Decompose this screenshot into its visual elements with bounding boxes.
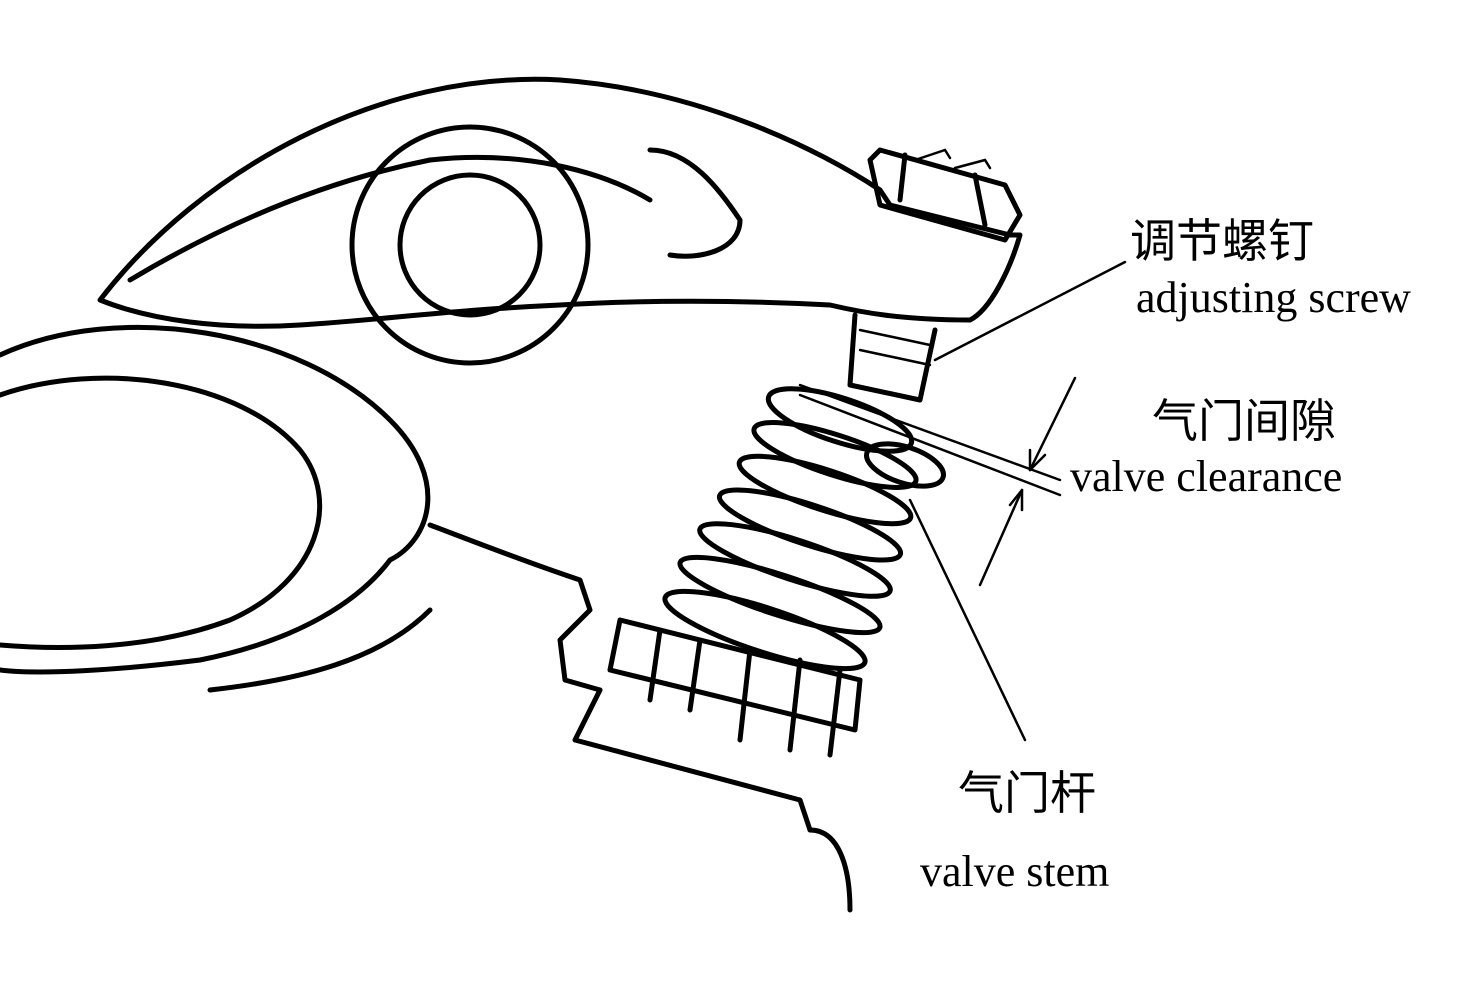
clearance-arrowhead-top — [1028, 448, 1047, 472]
valve-spring — [662, 386, 946, 672]
valve-clearance-label-zh: 气门间隙 — [1152, 394, 1336, 448]
adjusting-screw-label-zh: 调节螺钉 — [1130, 214, 1314, 268]
adjusting-screw-tip — [847, 312, 938, 403]
valve-stem-label-en: valve stem — [920, 847, 1110, 896]
clearance-arrow-top — [1028, 376, 1077, 472]
clearance-arrow-bottom — [978, 488, 1024, 587]
clearance-line-lower — [798, 393, 1062, 497]
rocker-arm — [97, 76, 1023, 693]
valve-stem-leader — [908, 498, 1027, 742]
annotation-lines — [798, 260, 1127, 742]
clearance-arrowhead-bottom — [1008, 488, 1024, 512]
valve-stem-label-zh: 气门杆 — [958, 766, 1096, 820]
valve-guide — [572, 617, 863, 913]
adjusting-screw-label-en: adjusting screw — [1136, 273, 1411, 322]
valve-clearance-label-en: valve clearance — [1070, 452, 1343, 501]
cam-housing — [0, 325, 433, 693]
adjusting-screw-leader — [933, 260, 1127, 362]
clearance-line-upper — [798, 383, 1062, 482]
lock-nut — [867, 147, 1023, 243]
